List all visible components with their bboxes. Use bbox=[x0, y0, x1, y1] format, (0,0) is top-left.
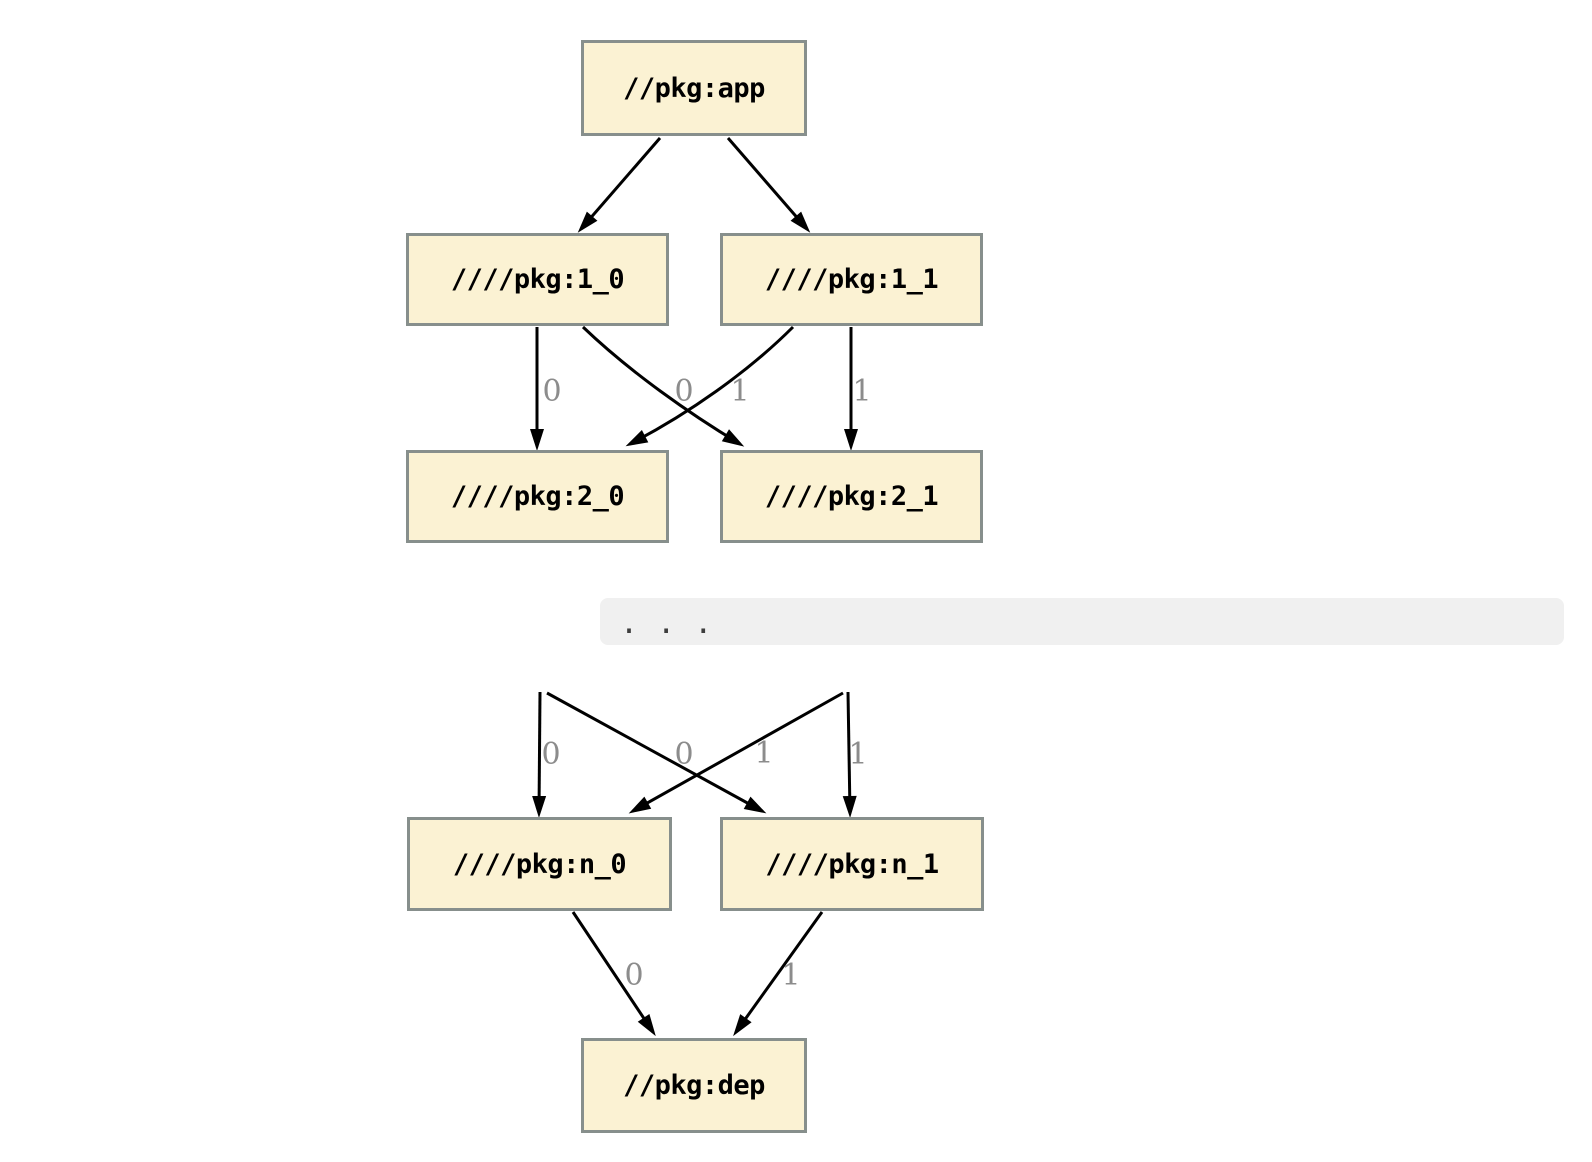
edge-pkg-n-1-to-dep bbox=[733, 911, 824, 1037]
node-dep: //pkg:dep bbox=[581, 1038, 807, 1133]
node-pkg-n-0: ////pkg:n_0 bbox=[407, 817, 672, 911]
node-app-label: //pkg:app bbox=[623, 72, 765, 104]
node-pkg-2-1: ////pkg:2_1 bbox=[720, 450, 983, 543]
edge-label-ellipsis-to-pkg-n-0: 0 bbox=[674, 737, 694, 772]
edge-pkg-1-0-to-pkg-2-1 bbox=[581, 325, 745, 447]
ellipsis-block: . . . bbox=[600, 598, 1564, 645]
edge-app-to-pkg-1-1 bbox=[726, 137, 811, 233]
node-pkg-1-1: ////pkg:1_1 bbox=[720, 233, 983, 326]
node-pkg-n-1-label: ////pkg:n_1 bbox=[765, 848, 939, 880]
node-pkg-1-0: ////pkg:1_0 bbox=[406, 233, 669, 326]
edge-label-ellipsis-to-pkg-n-1: 1 bbox=[848, 737, 868, 772]
node-pkg-n-0-label: ////pkg:n_0 bbox=[452, 848, 627, 880]
edge-app-to-pkg-1-0 bbox=[577, 137, 662, 233]
edge-label-ellipsis-to-pkg-n-0: 0 bbox=[541, 737, 561, 772]
edge-label-ellipsis-to-pkg-n-1: 1 bbox=[754, 736, 774, 771]
node-pkg-1-0-label: ////pkg:1_0 bbox=[450, 264, 625, 295]
node-pkg-2-0-label: ////pkg:2_0 bbox=[450, 481, 625, 512]
edge-label-pkg-1-1-to-pkg-2-1: 1 bbox=[852, 374, 872, 409]
node-app: //pkg:app bbox=[581, 40, 807, 136]
edge-label-pkg-n-0-to-dep: 0 bbox=[624, 958, 644, 993]
edge-ellipsis-to-pkg-n-0 bbox=[628, 691, 844, 814]
edge-ellipsis-to-pkg-n-1 bbox=[546, 691, 767, 814]
node-dep-label: //pkg:dep bbox=[623, 1070, 765, 1101]
edge-label-pkg-1-0-to-pkg-2-0: 0 bbox=[542, 374, 562, 409]
node-pkg-2-1-label: ////pkg:2_1 bbox=[764, 481, 939, 512]
node-pkg-1-1-label: ////pkg:1_1 bbox=[764, 264, 939, 295]
ellipsis-dots: . . . bbox=[620, 606, 713, 641]
edge-pkg-1-1-to-pkg-2-0 bbox=[625, 325, 795, 447]
edge-label-pkg-1-1-to-pkg-2-0: 0 bbox=[674, 374, 694, 409]
node-pkg-n-1: ////pkg:n_1 bbox=[720, 817, 984, 911]
node-pkg-2-0: ////pkg:2_0 bbox=[406, 450, 669, 543]
edge-label-pkg-n-1-to-dep: 1 bbox=[781, 958, 801, 993]
edge-ellipsis-to-pkg-n-0 bbox=[532, 691, 547, 818]
edge-label-pkg-1-0-to-pkg-2-1: 1 bbox=[730, 374, 750, 409]
